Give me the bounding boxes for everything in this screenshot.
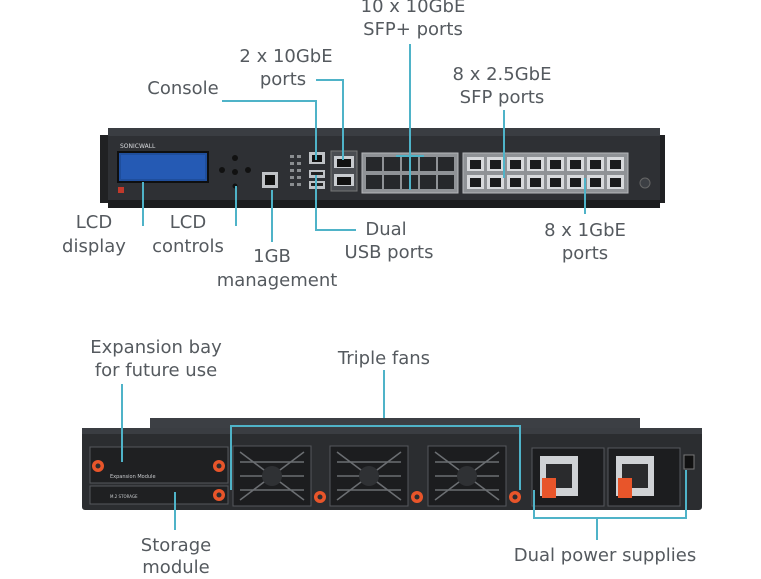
- label-lcd-controls-line2: controls: [152, 236, 224, 257]
- power-supply-2: [607, 447, 681, 507]
- label-sfp-2-5-line2: SFP ports: [459, 87, 545, 108]
- label-sfp-plus-line1: 10 x 10GbE: [360, 0, 466, 17]
- label-mgmt-line1: 1GB: [253, 246, 291, 267]
- label-triple-fans: Triple fans: [337, 348, 431, 369]
- fan-2: [329, 445, 423, 507]
- fan-1: [232, 445, 326, 507]
- front-panel: SONICWALL: [100, 128, 665, 208]
- label-storage-line2: module: [142, 557, 210, 578]
- label-lcd-display-line1: LCD: [75, 212, 113, 233]
- label-1gbe-line2: ports: [561, 243, 609, 264]
- callout-lines: [121, 44, 687, 540]
- storage-module: [89, 485, 229, 505]
- label-lcd-controls-line1: LCD: [169, 212, 207, 233]
- label-10gbe-line1: 2 x 10GbE: [239, 46, 333, 67]
- label-1gbe-line1: 8 x 1GbE: [544, 220, 626, 241]
- brand-logo: SONICWALL: [120, 143, 156, 150]
- expansion-module-text: Expansion Module: [110, 474, 156, 480]
- label-dual-usb-line1: Dual: [365, 219, 407, 240]
- label-storage-line1: Storage: [140, 535, 212, 556]
- label-sfp-plus-line2: SFP+ ports: [363, 19, 463, 40]
- label-expansion-line2: for future use: [94, 360, 218, 381]
- power-supply-1: [531, 447, 605, 507]
- label-10gbe-line2: ports: [259, 69, 307, 90]
- fan-3: [427, 445, 521, 507]
- label-expansion-line1: Expansion bay: [90, 337, 222, 358]
- label-sfp-2-5-line1: 8 x 2.5GbE: [452, 64, 552, 85]
- label-mgmt-line2: management: [216, 270, 338, 291]
- rear-panel: Expansion Module M.2 STORAGE: [82, 418, 702, 510]
- label-console: Console: [147, 78, 219, 99]
- label-dual-power: Dual power supplies: [513, 545, 697, 566]
- storage-module-text: M.2 STORAGE: [110, 494, 138, 499]
- label-dual-usb-line2: USB ports: [344, 242, 434, 263]
- expansion-bay: [89, 446, 229, 484]
- label-lcd-display-line2: display: [62, 236, 126, 257]
